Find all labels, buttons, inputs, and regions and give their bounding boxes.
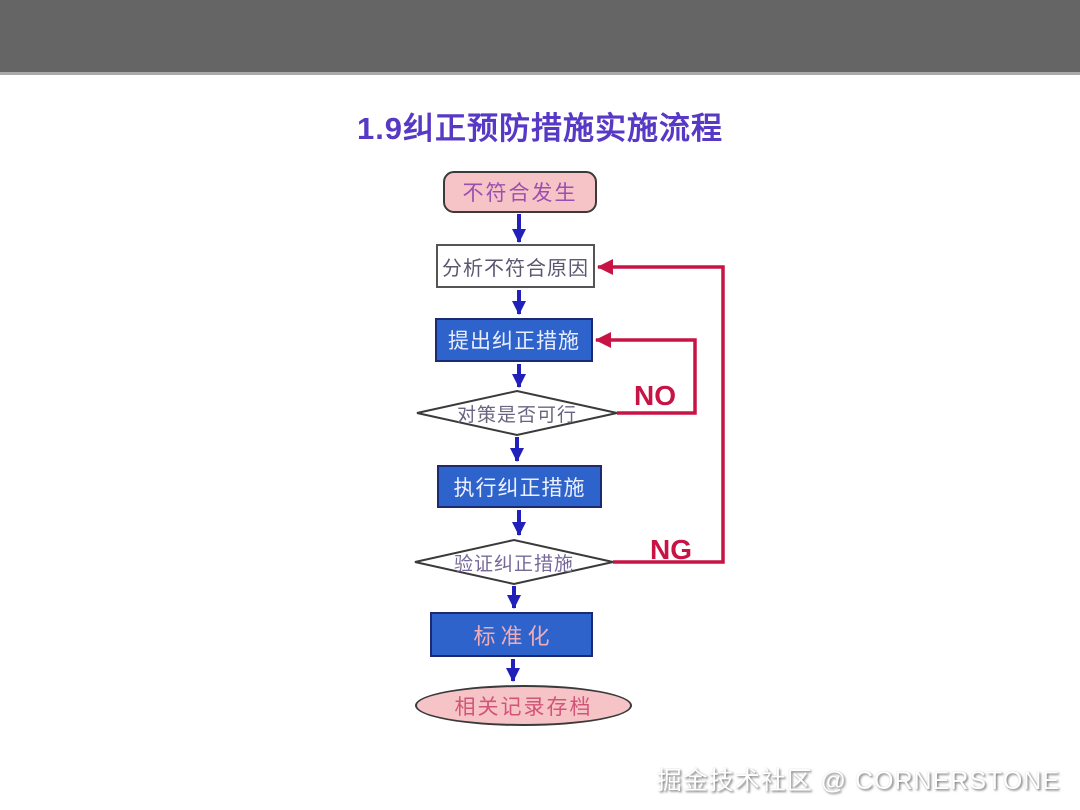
no-edge-label: NO xyxy=(634,380,676,411)
ng-return-line xyxy=(597,259,725,564)
node-execute-action: 执行纠正措施 xyxy=(437,465,602,508)
header-bar xyxy=(0,0,1080,75)
ng-edge-label: NG xyxy=(650,534,692,565)
node-start-terminal: 不符合发生 xyxy=(443,171,597,213)
node-archive-terminal: 相关记录存档 xyxy=(415,685,632,726)
node-standardize: 标准化 xyxy=(430,612,593,657)
watermark: 掘金技术社区 @ CORNERSTONE xyxy=(656,767,1060,795)
node-propose-action: 提出纠正措施 xyxy=(435,318,593,362)
page-title: 1.9纠正预防措施实施流程 xyxy=(356,111,724,146)
node-analyze-cause: 分析不符合原因 xyxy=(436,244,595,288)
decision-feasible-label: 对策是否可行 xyxy=(456,404,577,426)
decision-verify-label: 验证纠正措施 xyxy=(453,553,574,575)
